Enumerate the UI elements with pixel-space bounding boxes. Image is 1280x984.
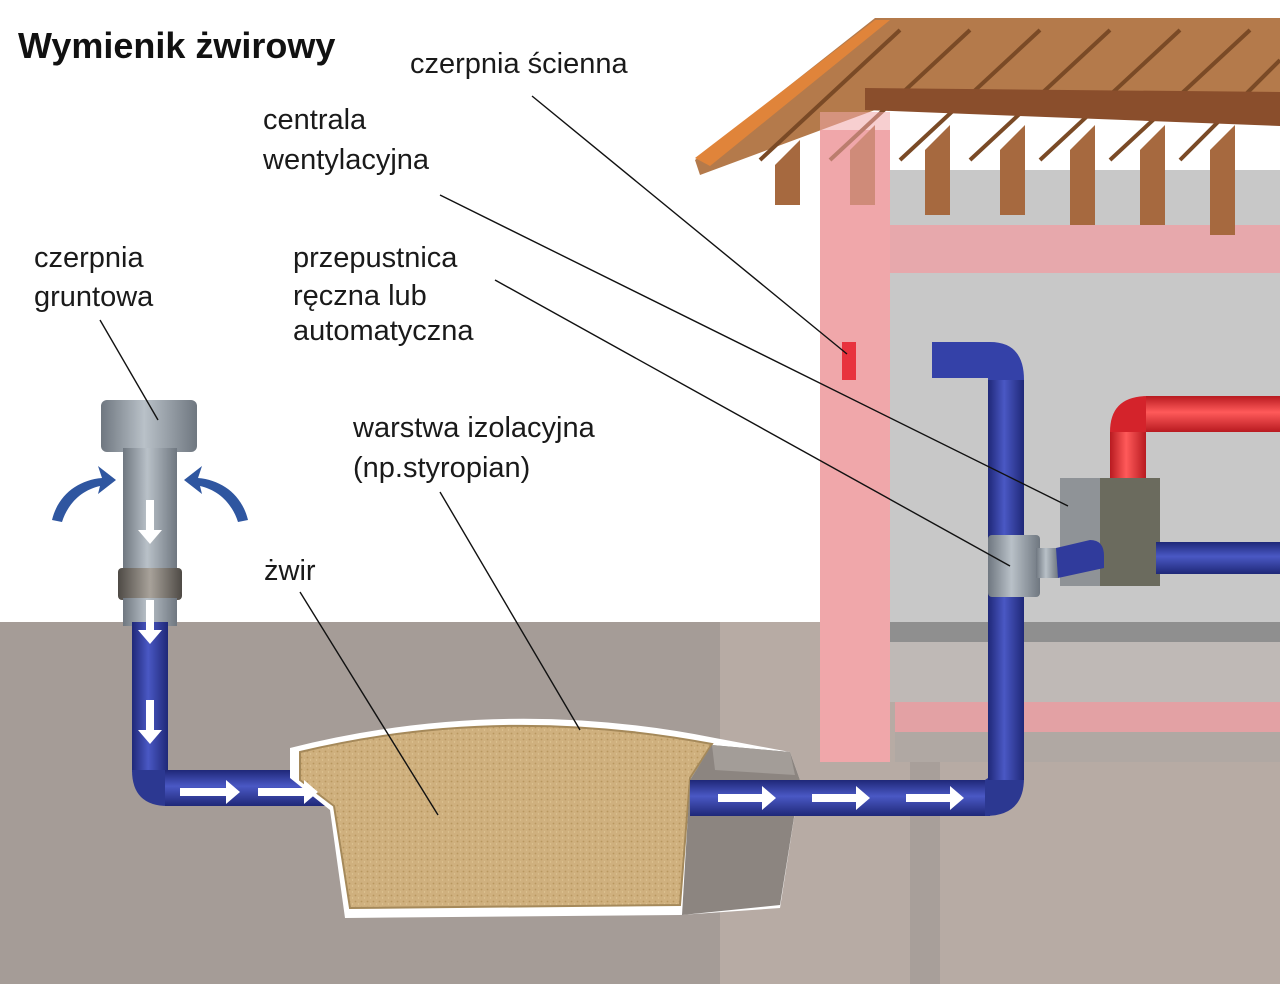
pipe-coupler (118, 568, 182, 600)
house (820, 130, 1280, 762)
label-czerpnia-scienna: czerpnia ścienna (410, 48, 628, 80)
damper (988, 535, 1058, 597)
label-zwir: żwir (264, 555, 316, 587)
label-przepustnica-line3: automatyczna (293, 315, 474, 347)
roof (695, 18, 1280, 235)
label-centrala-line1: centrala (263, 104, 367, 136)
diagram-title: Wymienik żwirowy (18, 25, 335, 66)
wall-air-intake (842, 342, 856, 380)
label-czerpnia-gruntowa-line2: gruntowa (34, 281, 154, 313)
label-przepustnica-line2: ręczna lub (293, 280, 427, 312)
label-warstwa-line2: (np.styropian) (353, 452, 530, 484)
label-warstwa-line1: warstwa izolacyjna (352, 412, 596, 444)
label-przepustnica-line1: przepustnica (293, 242, 458, 274)
label-centrala-line2: wentylacyjna (262, 144, 430, 176)
label-czerpnia-gruntowa-line1: czerpnia (34, 242, 144, 274)
ventilation-unit (1056, 478, 1280, 586)
leader-lines (99, 95, 1069, 816)
house-wall (820, 130, 890, 762)
gravel-bed (290, 718, 800, 918)
air-intake-arrow-icon (52, 466, 248, 522)
airflow-arrow-icon (138, 500, 964, 810)
